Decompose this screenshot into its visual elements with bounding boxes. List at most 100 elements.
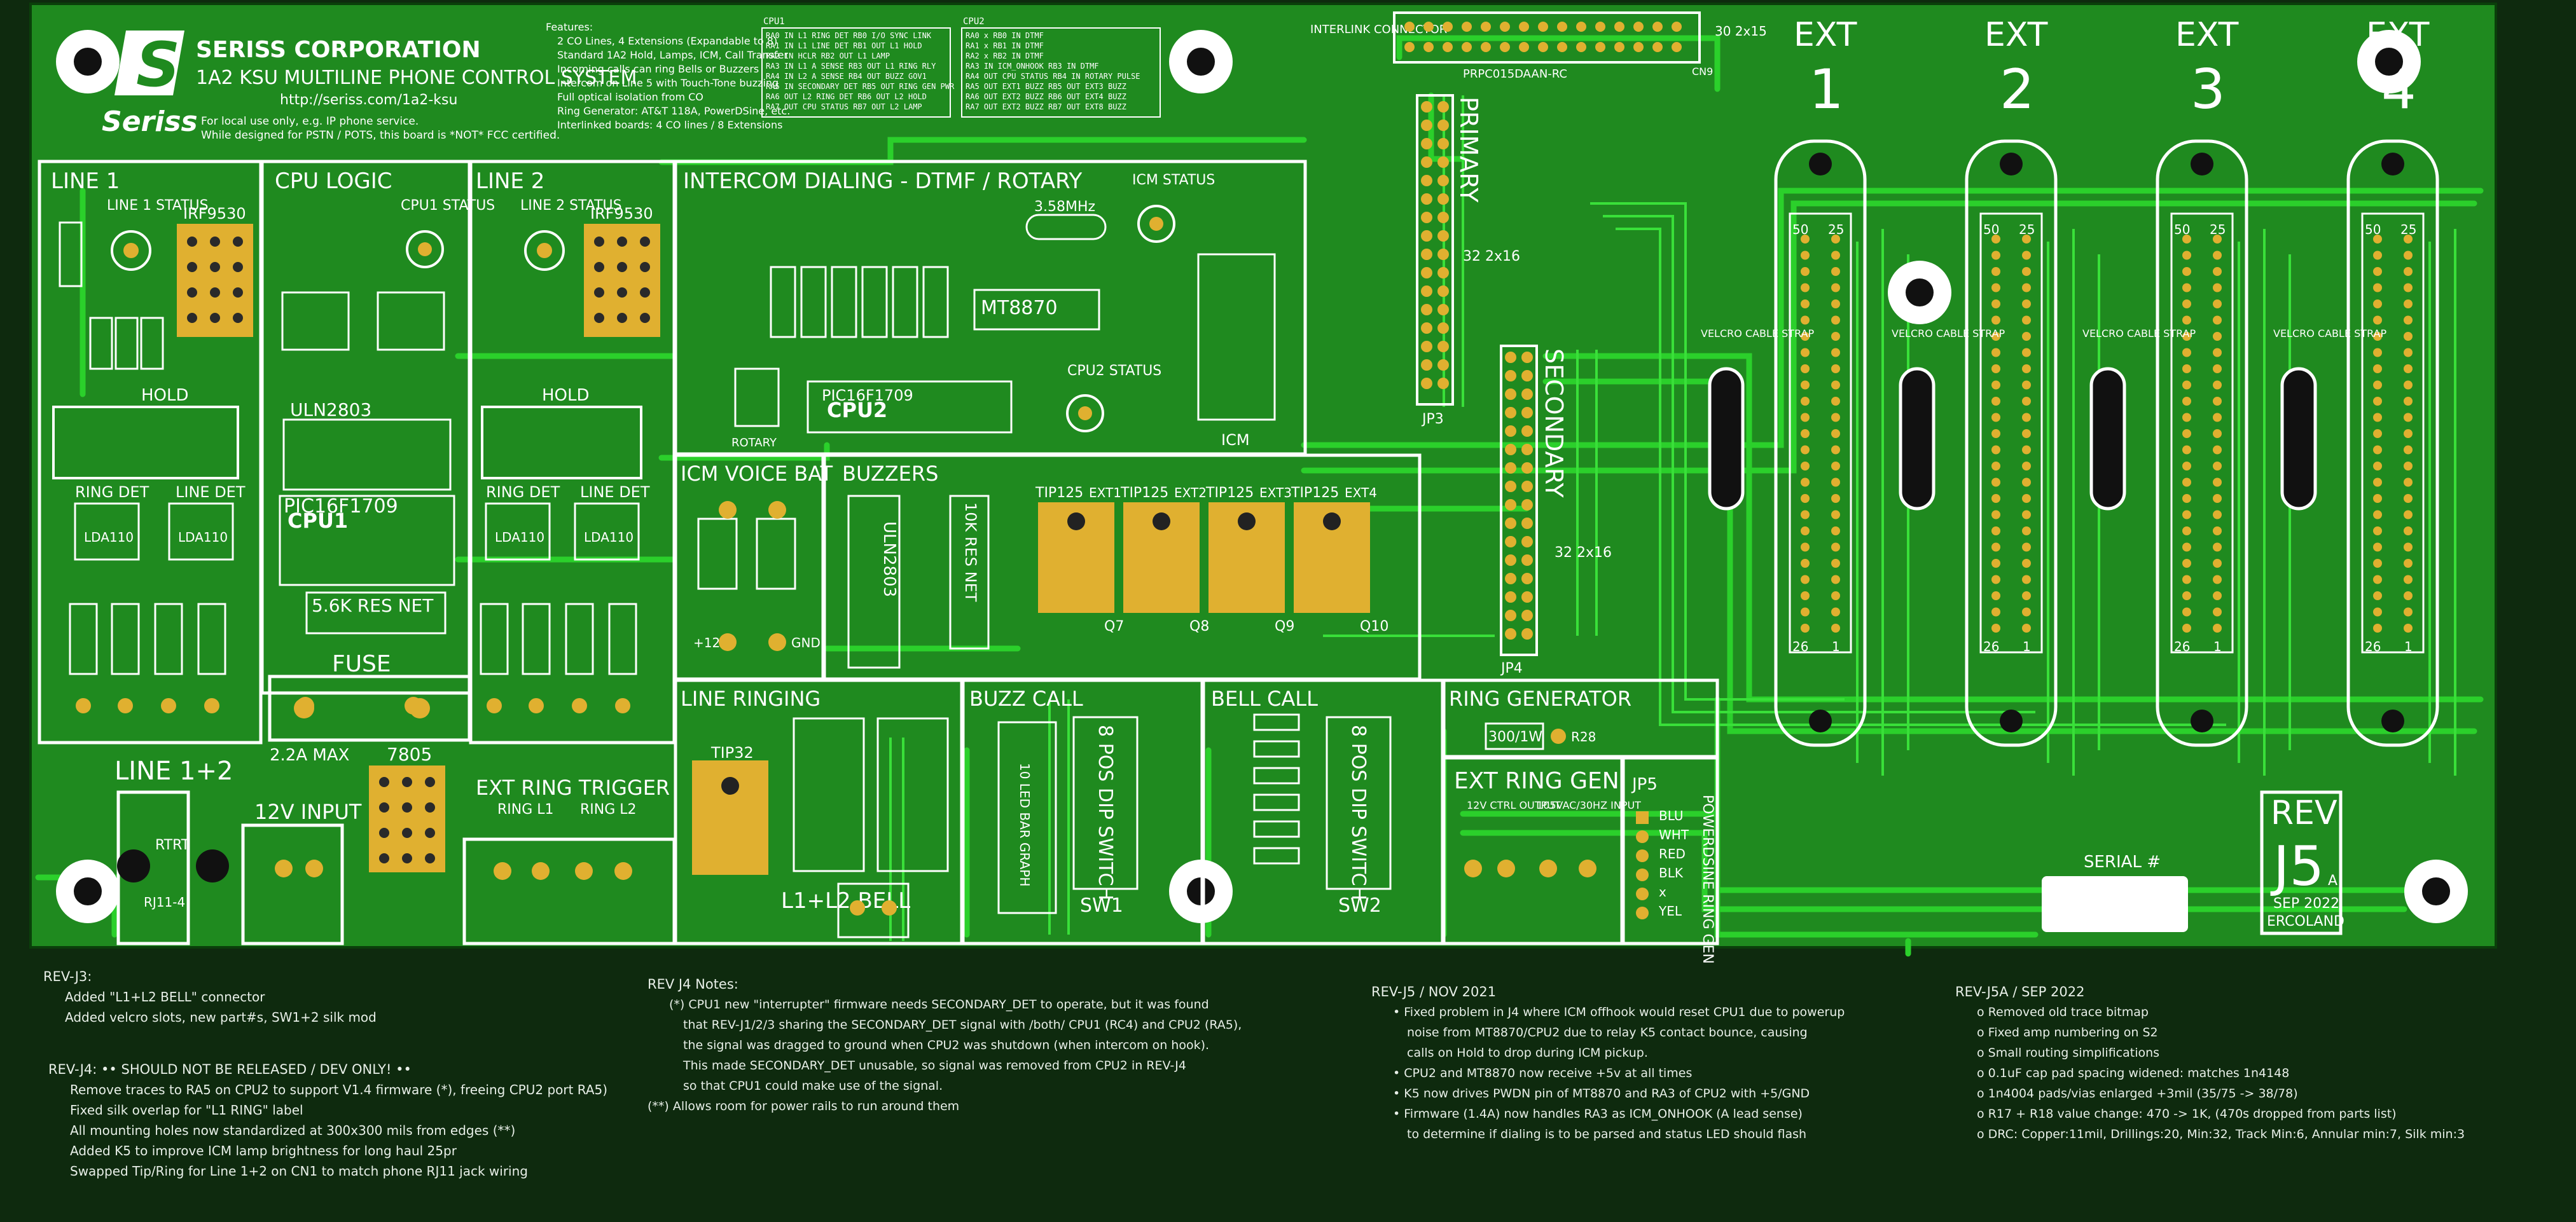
- velcro-label: VELCRO CABLE STRAP: [2082, 327, 2196, 340]
- silkscreen-label: ROTARY: [731, 436, 777, 450]
- feature-3: Incoming calls can ring Bells or Buzzers: [557, 63, 759, 75]
- pin-label: 25: [2210, 222, 2226, 237]
- amphenol-pin: [2213, 267, 2222, 276]
- amphenol-pin: [2022, 510, 2031, 519]
- feature-7: Interlinked boards: 4 CO lines / 8 Exten…: [557, 119, 782, 131]
- serial-area: SERIAL #: [2042, 853, 2188, 932]
- amphenol-pin: [1831, 624, 1840, 633]
- tip125-hole: [1067, 512, 1085, 530]
- amphenol-pin: [1801, 364, 1810, 373]
- pin-label: 26: [1983, 639, 1999, 654]
- header-pin: [1505, 407, 1516, 418]
- amphenol-pin: [2213, 348, 2222, 357]
- pin-label: 50: [2365, 222, 2381, 237]
- amphenol-pin: [2213, 607, 2222, 617]
- ext-ring-trigger-components: RING L1 RING L2: [494, 802, 637, 880]
- cn9-pin: [1443, 42, 1453, 52]
- silkscreen-label: RA5 OUT EXT1 BUZZ RB5 OUT EXT3 BUZZ: [966, 82, 1126, 91]
- feature-4: Intercom on Line 5 with Touch-Tone buzzi…: [557, 77, 779, 89]
- silkscreen-label: HOLD: [542, 386, 590, 405]
- silkscreen-label: RA1 IN L1 LINE DET RB1 OUT L1 HOLD: [766, 41, 922, 50]
- cn9-part: PRPC015DAAN-RC: [1463, 67, 1567, 81]
- amphenol-pin: [2182, 429, 2191, 438]
- silkscreen-label: 32 2x16: [1555, 545, 1612, 561]
- seriss-logo: S Seriss: [102, 29, 198, 138]
- amphenol-pin: [2182, 283, 2191, 292]
- silkscreen-label: x: [1659, 884, 1666, 900]
- velcro-slot: [1899, 367, 1935, 511]
- silkscreen-label: ICM: [1221, 431, 1250, 449]
- amphenol-pin: [1831, 429, 1840, 438]
- amphenol-pin: [1991, 591, 2000, 600]
- header-pin: [1505, 536, 1516, 547]
- title-cpu-logic: CPU LOGIC: [275, 168, 392, 194]
- intercom-components: 3.58MHz ICM STATUS MT8870 PIC16F1709 CPU…: [731, 172, 1276, 450]
- silkscreen-label: SW2: [1338, 895, 1381, 917]
- features-title: Features:: [546, 21, 593, 33]
- amphenol-pin: [2022, 591, 2031, 600]
- silkscreen-label: LINE 1 STATUS: [107, 198, 209, 214]
- amphenol-pin: [1801, 413, 1810, 422]
- amphenol-pin: [2022, 477, 2031, 487]
- silkscreen-label: BLK: [1659, 865, 1684, 881]
- header-pin: [1521, 462, 1533, 474]
- amphenol-pin: [2213, 510, 2222, 519]
- amphenol-pin: [1801, 315, 1810, 325]
- amphenol-pin: [1801, 477, 1810, 487]
- amphenol-pin: [2182, 542, 2191, 552]
- title-buzzers: BUZZERS: [842, 462, 938, 486]
- amphenol-screw-bottom: [1809, 710, 1832, 732]
- title-ring-generator: RING GENERATOR: [1449, 687, 1631, 711]
- amphenol-pin: [2022, 380, 2031, 390]
- amphenol-pin: [2373, 526, 2382, 535]
- amphenol-pin: [2182, 397, 2191, 406]
- tip125-hole: [1153, 512, 1170, 530]
- silkscreen-label: 7805: [387, 744, 432, 765]
- rev-j3-item: Added velcro slots, new part#s, SW1+2 si…: [65, 1010, 377, 1025]
- amphenol-pin: [2373, 445, 2382, 455]
- amphenol-pin: [2022, 542, 2031, 552]
- silkscreen-label: 300/1W: [1488, 729, 1542, 745]
- header-pin: [1421, 175, 1432, 186]
- amphenol-pin: [2404, 251, 2413, 260]
- header-pin: [1505, 499, 1516, 511]
- pin-label: 1: [2404, 639, 2413, 654]
- silkscreen-label: JP3: [1421, 411, 1444, 427]
- amphenol-screw-bottom: [2381, 710, 2404, 732]
- silkscreen-label: LINE DET: [580, 483, 650, 501]
- cn9-label: CN9: [1692, 65, 1713, 78]
- amphenol-pin: [2022, 575, 2031, 584]
- rev-j4-item: Fixed silk overlap for "L1 RING" label: [70, 1102, 303, 1118]
- amphenol-pin: [2404, 364, 2413, 373]
- amphenol-pin: [1991, 397, 2000, 406]
- silkscreen-label: RING L1: [497, 802, 554, 818]
- cn9-pin: [1557, 22, 1567, 32]
- rev-j4-item: Added K5 to improve ICM lamp brightness …: [70, 1143, 457, 1158]
- cn9-pin: [1500, 42, 1510, 52]
- thin-traces: [889, 95, 2456, 941]
- header-pin: [1505, 352, 1516, 363]
- amphenol-pin: [1991, 510, 2000, 519]
- header-pin: [1421, 341, 1432, 352]
- primary-header: PRIMARY 32 2x16 JP3: [1416, 94, 1520, 427]
- amphenol-body: [2170, 212, 2234, 654]
- silkscreen-label: RA3 IN L1 A SENSE RB3 OUT L1 RING RLY: [766, 62, 936, 71]
- amphenol-pin: [1991, 364, 2000, 373]
- rev-j4-title: REV-J4: •• SHOULD NOT BE RELEASED / DEV …: [48, 1062, 412, 1077]
- amphenol-pin: [2404, 380, 2413, 390]
- amphenol-pin: [2182, 477, 2191, 487]
- rev-j4-item: Swapped Tip/Ring for Line 1+2 on CN1 to …: [70, 1164, 528, 1179]
- notes-rev-j4: REV-J4: •• SHOULD NOT BE RELEASED / DEV …: [48, 1059, 607, 1181]
- pin-label: 1: [1832, 639, 1840, 654]
- pin-label: 25: [2019, 222, 2035, 237]
- amphenol-pin: [1801, 591, 1810, 600]
- silkscreen-label: LDA110: [495, 530, 544, 545]
- amphenol-pin: [2373, 462, 2382, 470]
- amphenol-pin: [2373, 624, 2382, 633]
- title-line-ringing: LINE RINGING: [681, 687, 821, 711]
- rev-j4-note: that REV-J1/2/3 sharing the SECONDARY_DE…: [683, 1018, 1242, 1032]
- tip125-label: TIP125: [1120, 485, 1168, 501]
- tip125-hole: [1238, 512, 1256, 530]
